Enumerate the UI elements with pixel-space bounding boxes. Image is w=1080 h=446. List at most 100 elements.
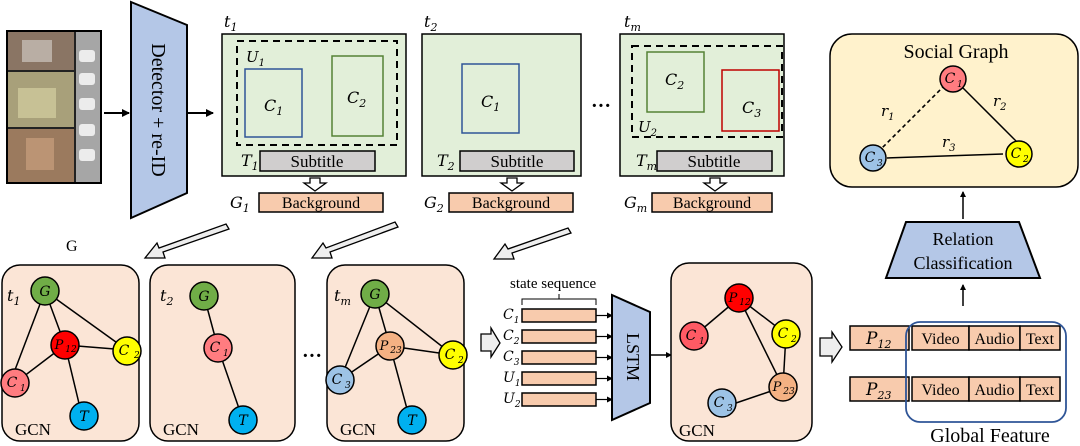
svg-text:C2: C2 <box>665 70 684 92</box>
svg-text:C: C <box>332 372 343 388</box>
union-box-u2 <box>631 45 783 138</box>
frame-t2: t2 C1 T2 Subtitle G2 Background <box>421 12 582 215</box>
svg-text:P: P <box>379 339 389 354</box>
svg-text:C: C <box>865 150 876 166</box>
svg-text:Subtitle: Subtitle <box>291 152 344 171</box>
pair-cell <box>849 325 910 351</box>
state-vector <box>521 392 597 407</box>
svg-text:G2: G2 <box>424 193 444 215</box>
svg-text:U1: U1 <box>246 48 265 69</box>
char-box-c3 <box>721 69 780 132</box>
svg-text:Global Feature: Global Feature <box>930 425 1050 446</box>
node-G: G <box>30 276 60 306</box>
svg-text:GCN: GCN <box>163 420 199 439</box>
svg-text:Video: Video <box>921 331 959 348</box>
node-G: G <box>360 279 390 309</box>
svg-text:2: 2 <box>790 335 797 345</box>
arrow-framem-to-lstm <box>492 227 572 260</box>
char-box-c2 <box>646 51 705 113</box>
global-feature-outline <box>905 321 1067 423</box>
svg-text:C2: C2 <box>503 328 520 347</box>
svg-text:C2: C2 <box>347 88 366 110</box>
svg-text:G1: G1 <box>230 193 250 215</box>
svg-text:Social Graph: Social Graph <box>904 41 1009 63</box>
svg-text:Text: Text <box>1026 331 1055 348</box>
arrow-frame2-to-gcn <box>310 221 399 259</box>
feature-cell-text <box>1019 325 1061 351</box>
svg-text:t2: t2 <box>160 286 173 308</box>
svg-text:12: 12 <box>65 345 77 355</box>
frame-ellipsis: ··· <box>591 95 611 117</box>
state-vector <box>521 350 597 365</box>
relation-classification-block <box>884 221 1042 279</box>
feature-cell-audio <box>968 325 1021 351</box>
svg-text:P: P <box>54 338 64 353</box>
svg-text:r1: r1 <box>881 102 895 123</box>
svg-text:U2: U2 <box>638 118 657 139</box>
state-vector <box>521 329 597 344</box>
svg-text:T: T <box>79 409 90 425</box>
down-arrow <box>499 177 525 192</box>
graph-label: G <box>66 238 78 255</box>
feature-cell-text <box>1019 376 1061 402</box>
svg-text:C: C <box>778 326 789 342</box>
svg-text:G: G <box>369 287 380 303</box>
svg-text:P: P <box>772 380 782 395</box>
detector-block <box>130 0 188 220</box>
frame-tm: tm C2 C3 U2 Tm Subtitle Gm Background <box>619 12 785 215</box>
svg-text:Text: Text <box>1026 382 1055 399</box>
svg-text:C: C <box>714 395 725 411</box>
svg-text:T2: T2 <box>437 151 455 173</box>
svg-text:23: 23 <box>389 346 402 356</box>
svg-text:1: 1 <box>957 80 963 90</box>
svg-text:Classification: Classification <box>914 253 1013 273</box>
svg-text:P23: P23 <box>865 380 891 402</box>
relation-edge-r1 <box>879 84 946 151</box>
svg-text:P12: P12 <box>865 329 891 351</box>
background-box <box>651 192 773 213</box>
svg-text:3: 3 <box>877 159 883 169</box>
svg-text:C: C <box>1011 146 1022 162</box>
state-vector <box>521 308 597 323</box>
svg-text:C: C <box>119 343 130 359</box>
svg-text:r2: r2 <box>993 92 1007 113</box>
svg-text:P: P <box>728 291 738 306</box>
background-box <box>448 192 574 213</box>
svg-text:GCN: GCN <box>15 420 51 439</box>
char-box-c1 <box>461 63 520 134</box>
svg-text:C3: C3 <box>742 98 761 120</box>
svg-text:2: 2 <box>1022 155 1029 165</box>
svg-text:Audio: Audio <box>975 382 1015 399</box>
svg-text:23: 23 <box>782 387 795 397</box>
svg-text:Tm: Tm <box>636 151 657 173</box>
down-arrow <box>302 177 328 192</box>
gcn-ellipsis: ··· <box>302 345 322 367</box>
node-T: T <box>228 405 258 435</box>
subtitle-box <box>459 150 575 172</box>
state-row-u2: U2 <box>503 391 613 410</box>
down-arrow <box>702 177 728 192</box>
svg-text:C: C <box>7 375 18 391</box>
svg-text:1: 1 <box>20 384 26 394</box>
char-box-c2 <box>331 55 384 137</box>
svg-text:Background: Background <box>472 195 550 212</box>
state-row-c3: C3 <box>503 349 613 368</box>
svg-text:Background: Background <box>673 195 751 212</box>
svg-text:3: 3 <box>727 404 733 414</box>
node-T: T <box>397 405 427 435</box>
svg-text:C1: C1 <box>481 92 500 114</box>
svg-text:Relation: Relation <box>933 229 994 249</box>
relation-edge-r2 <box>959 84 1020 145</box>
svg-text:G: G <box>39 284 50 300</box>
